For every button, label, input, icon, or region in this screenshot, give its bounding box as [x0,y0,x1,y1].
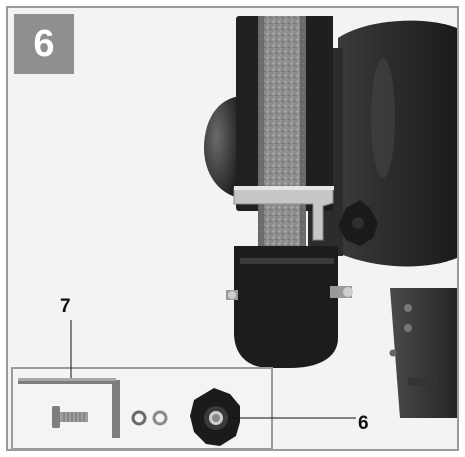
wheel-guard-right [303,16,333,211]
motor-housing [338,20,457,267]
hub-cover [204,96,240,198]
figure-frame: 6 [6,6,459,451]
step-number-badge: 6 [14,14,74,74]
lock-washer [152,410,168,426]
star-knob-part [190,388,240,446]
eye-shield-bracket [233,187,334,241]
flat-washer [131,410,147,426]
screw [52,406,60,428]
lower-wheel-guard [234,246,338,368]
callout-label-6: 6 [358,413,369,434]
grinding-wheel [258,16,306,266]
bench-grinder-photo [8,8,457,449]
wheel-guard-left [236,16,264,211]
callout-label-7: 7 [60,296,71,317]
grinder-base [390,288,457,418]
hex-key [18,378,120,438]
